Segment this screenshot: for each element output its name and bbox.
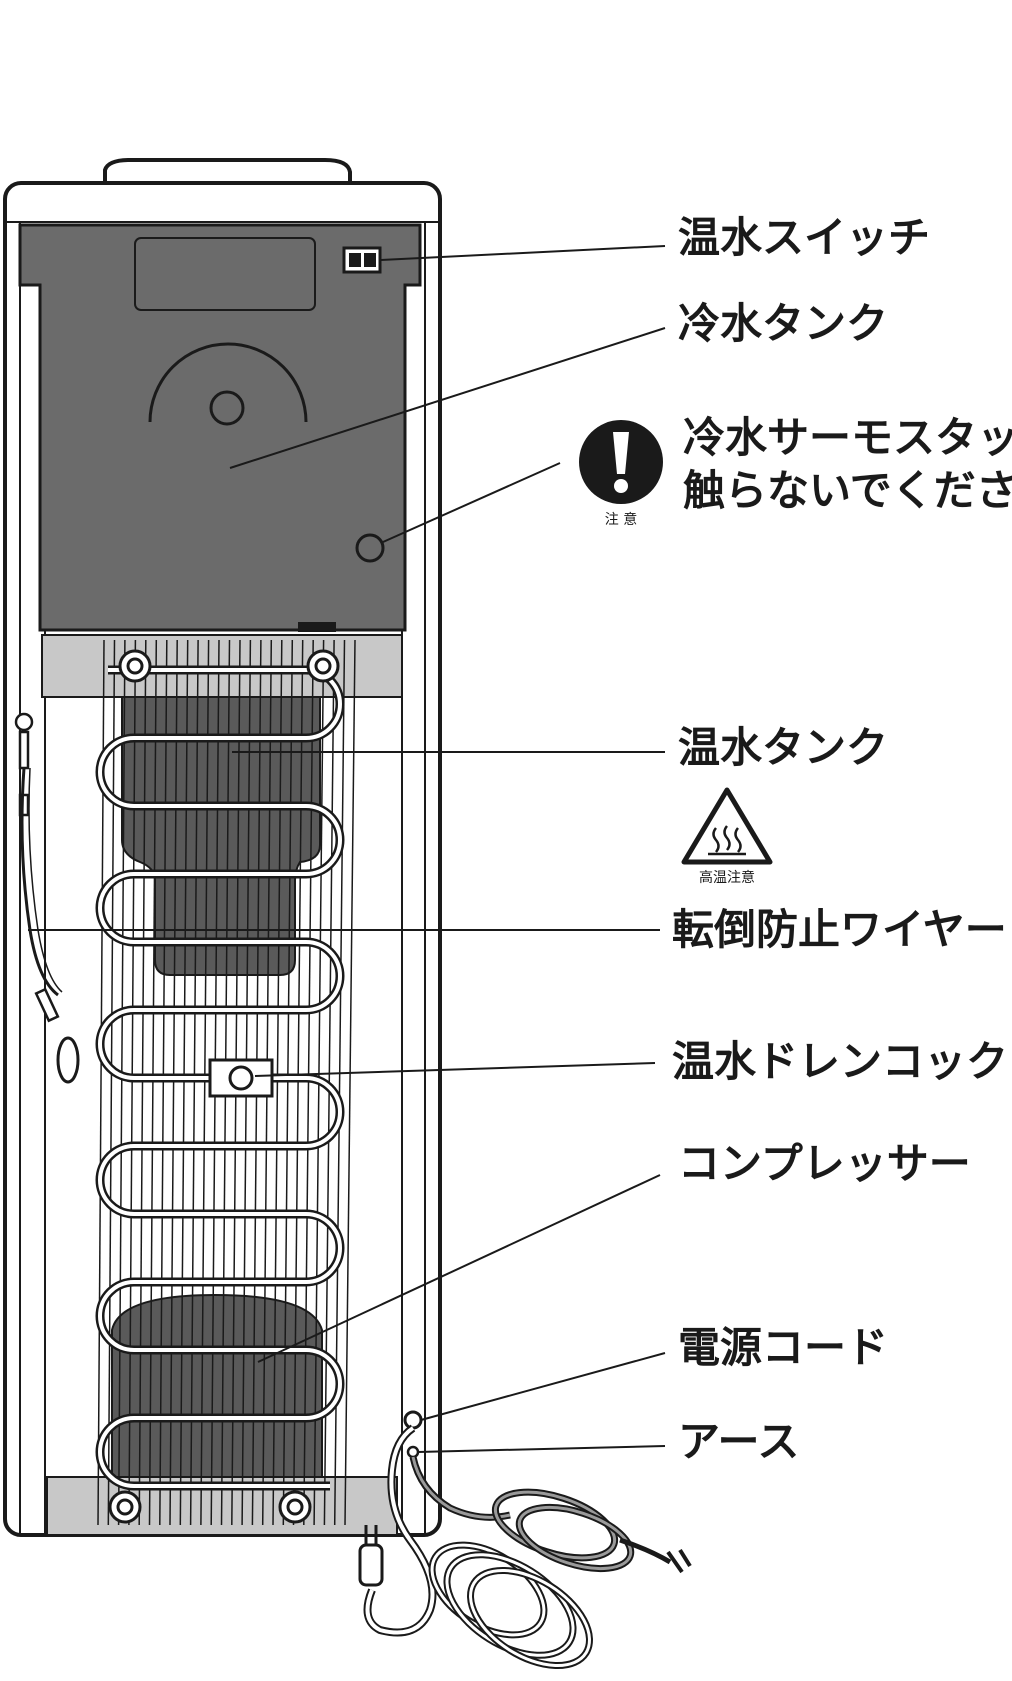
mount-screw-bottom-right	[278, 1490, 312, 1524]
leader-hot-switch	[379, 245, 666, 261]
caution-text: 注 意	[605, 511, 637, 528]
drain-cock-icon	[208, 1058, 274, 1098]
label-hot-tank: 温水タンク	[678, 723, 888, 772]
cold-tank-window	[134, 237, 316, 311]
condenser-wire	[117, 639, 126, 1526]
mount-screw-top-left	[118, 649, 152, 683]
label-drain-cock: 温水ドレンコック	[672, 1037, 1008, 1086]
compressor-block	[111, 1293, 323, 1478]
condenser-wire	[128, 639, 137, 1526]
condenser-wire	[107, 639, 116, 1526]
label-power-cord: 電源コード	[678, 1323, 888, 1372]
leader-drain	[254, 1062, 656, 1077]
label-hot-switch: 温水スイッチ	[678, 213, 930, 262]
cold-tank-arc	[148, 342, 308, 423]
power-cord-icon	[358, 1410, 593, 1670]
label-thermostat-line2: 触らないでください	[683, 466, 1012, 515]
top-handle	[103, 158, 352, 182]
hot-switch-icon	[342, 246, 382, 274]
leader-cold-tank	[229, 327, 666, 469]
mount-screw-bottom-left	[108, 1490, 142, 1524]
caution-exclamation-icon	[579, 420, 663, 504]
hot-warning-icon	[681, 787, 773, 865]
cold-tank-panel	[18, 223, 422, 632]
anti-tip-wire-icon	[14, 712, 80, 1084]
leader-thermostat	[382, 462, 561, 543]
leader-compressor	[257, 1174, 661, 1363]
panel-tab	[298, 622, 336, 632]
thermostat-knob	[355, 533, 385, 563]
condenser-wire	[344, 639, 356, 1526]
label-compressor: コンプレッサー	[678, 1139, 971, 1188]
ground-wire-icon	[406, 1445, 692, 1574]
label-thermostat-line1: 冷水サーモスタット	[683, 413, 1012, 462]
label-anti-tip-wire: 転倒防止ワイヤー	[672, 905, 1007, 954]
leader-ground	[417, 1445, 666, 1453]
hot-warning-text: 高温注意	[699, 869, 755, 886]
leader-power-cord	[420, 1352, 666, 1421]
cold-tank-port	[209, 390, 245, 426]
label-cold-tank: 冷水タンク	[678, 299, 888, 348]
label-ground: アース	[678, 1417, 799, 1466]
mount-screw-top-right	[306, 649, 340, 683]
